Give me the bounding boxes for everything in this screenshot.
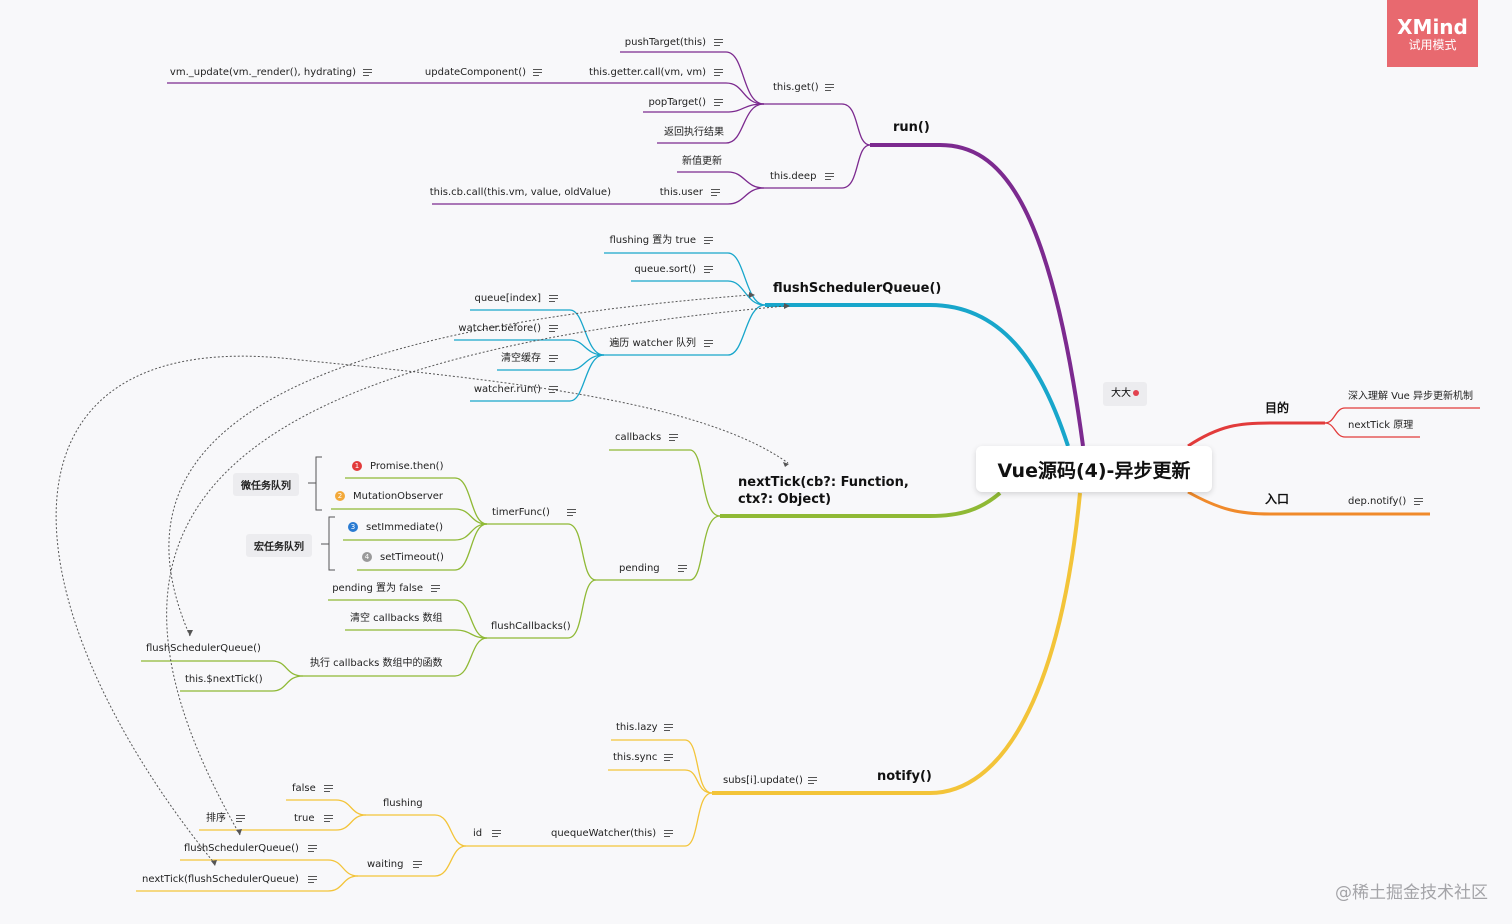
topic-this-lazy[interactable]: this.lazy — [616, 722, 658, 733]
topic-push-target[interactable]: pushTarget(this) — [624, 37, 706, 48]
note-icon — [711, 189, 720, 196]
note-icon — [492, 830, 501, 837]
topic-return-result[interactable]: 返回执行结果 — [664, 127, 724, 138]
watermark: @稀土掘金技术社区 — [1335, 883, 1488, 903]
topic-new-value[interactable]: 新值更新 — [682, 156, 722, 167]
author-tag: 大大 — [1103, 382, 1147, 406]
topic-watcher-before[interactable]: watcher.before() — [458, 323, 541, 334]
topic-flush-callbacks[interactable]: flushCallbacks() — [491, 621, 571, 632]
note-icon — [1414, 498, 1423, 505]
root-topic[interactable]: Vue源码(4)-异步更新 — [976, 446, 1212, 492]
topic-watcher-run[interactable]: watcher.run() — [473, 384, 541, 395]
group-microtask[interactable]: 微任务队列 — [233, 473, 299, 496]
topic-callbacks[interactable]: callbacks — [615, 432, 662, 443]
marker-icon — [1133, 390, 1139, 396]
topic-flushing[interactable]: flushing — [383, 798, 423, 809]
topic-this-user[interactable]: this.user — [659, 187, 703, 198]
note-icon — [704, 340, 713, 347]
branch-run[interactable]: run() — [893, 120, 930, 135]
priority-4-icon: 4 — [362, 552, 372, 562]
note-icon — [825, 84, 834, 91]
topic-pop-target[interactable]: popTarget() — [648, 97, 706, 108]
xmind-logo: XMind 试用模式 — [1387, 0, 1478, 67]
note-icon — [324, 785, 333, 792]
topic-flush-scheduler-queue-ref[interactable]: flushSchedulerQueue() — [146, 643, 261, 654]
branch-notify[interactable]: notify() — [877, 769, 932, 784]
topic-true[interactable]: true — [294, 813, 315, 824]
topic-next-tick-principle[interactable]: nextTick 原理 — [1348, 420, 1414, 431]
topic-next-tick-method[interactable]: this.$nextTick() — [185, 674, 263, 685]
group-macrotask[interactable]: 宏任务队列 — [246, 534, 312, 557]
note-icon — [714, 39, 723, 46]
note-icon — [549, 325, 558, 332]
note-icon — [413, 861, 422, 868]
topic-false[interactable]: false — [292, 783, 316, 794]
note-icon — [669, 434, 678, 441]
topic-sort[interactable]: 排序 — [206, 813, 226, 824]
note-icon — [549, 386, 558, 393]
branch-purpose[interactable]: 目的 — [1265, 401, 1290, 415]
priority-1-icon: 1 — [352, 461, 362, 471]
topic-queue-index[interactable]: queue[index] — [474, 293, 542, 304]
topic-exec-callbacks[interactable]: 执行 callbacks 数组中的函数 — [310, 658, 443, 669]
topic-next-tick-flush[interactable]: nextTick(flushSchedulerQueue) — [142, 874, 299, 885]
note-icon — [308, 845, 317, 852]
note-icon — [678, 565, 687, 572]
topic-queue-sort[interactable]: queue.sort() — [634, 264, 696, 275]
note-icon — [236, 815, 245, 822]
note-icon — [664, 830, 673, 837]
topic-pending-false[interactable]: pending 置为 false — [332, 583, 423, 594]
note-icon — [704, 237, 713, 244]
topic-this-deep[interactable]: this.deep — [770, 171, 817, 182]
topic-clear-cache[interactable]: 清空缓存 — [501, 353, 541, 364]
note-icon — [714, 99, 723, 106]
topic-getter-call[interactable]: this.getter.call(vm, vm) — [589, 67, 706, 78]
topic-pending[interactable]: pending — [619, 563, 660, 574]
topic-queue-watcher[interactable]: quequeWatcher(this) — [551, 828, 657, 839]
topic-understand-vue[interactable]: 深入理解 Vue 异步更新机制 — [1348, 391, 1474, 402]
note-icon — [825, 173, 834, 180]
topic-clear-callbacks[interactable]: 清空 callbacks 数组 — [350, 613, 443, 624]
priority-2-icon: 2 — [335, 491, 345, 501]
topic-update-component[interactable]: updateComponent() — [424, 67, 526, 78]
topic-cb-call[interactable]: this.cb.call(this.vm, value, oldValue) — [429, 187, 611, 198]
topic-dep-notify[interactable]: dep.notify() — [1348, 496, 1407, 507]
topic-vm-update[interactable]: vm._update(vm._render(), hydrating) — [169, 67, 356, 78]
note-icon — [431, 585, 440, 592]
topic-id[interactable]: id — [473, 828, 483, 839]
priority-3-icon: 3 — [348, 522, 358, 532]
topic-waiting[interactable]: waiting — [367, 859, 404, 870]
branch-entry[interactable]: 入口 — [1265, 492, 1290, 506]
topic-flush-scheduler-queue-call[interactable]: flushSchedulerQueue() — [184, 843, 299, 854]
note-icon — [808, 777, 817, 784]
topic-this-sync[interactable]: this.sync — [613, 752, 658, 763]
topic-this-get[interactable]: this.get() — [773, 82, 819, 93]
note-icon — [567, 509, 576, 516]
topic-timer-func[interactable]: timerFunc() — [492, 507, 550, 518]
topic-subs-update[interactable]: subs[i].update() — [723, 775, 803, 786]
note-icon — [664, 724, 673, 731]
note-icon — [549, 295, 558, 302]
note-icon — [363, 69, 372, 76]
topic-flushing-true[interactable]: flushing 置为 true — [609, 235, 696, 246]
branch-flush-scheduler-queue[interactable]: flushSchedulerQueue() — [773, 281, 942, 296]
branch-next-tick[interactable]: nextTick(cb?: Function, ctx?: Object) — [738, 475, 909, 507]
note-icon — [324, 815, 333, 822]
note-icon — [714, 69, 723, 76]
note-icon — [664, 754, 673, 761]
note-icon — [549, 355, 558, 362]
note-icon — [533, 69, 542, 76]
note-icon — [308, 876, 317, 883]
topic-traverse-queue[interactable]: 遍历 watcher 队列 — [609, 338, 696, 349]
note-icon — [704, 266, 713, 273]
